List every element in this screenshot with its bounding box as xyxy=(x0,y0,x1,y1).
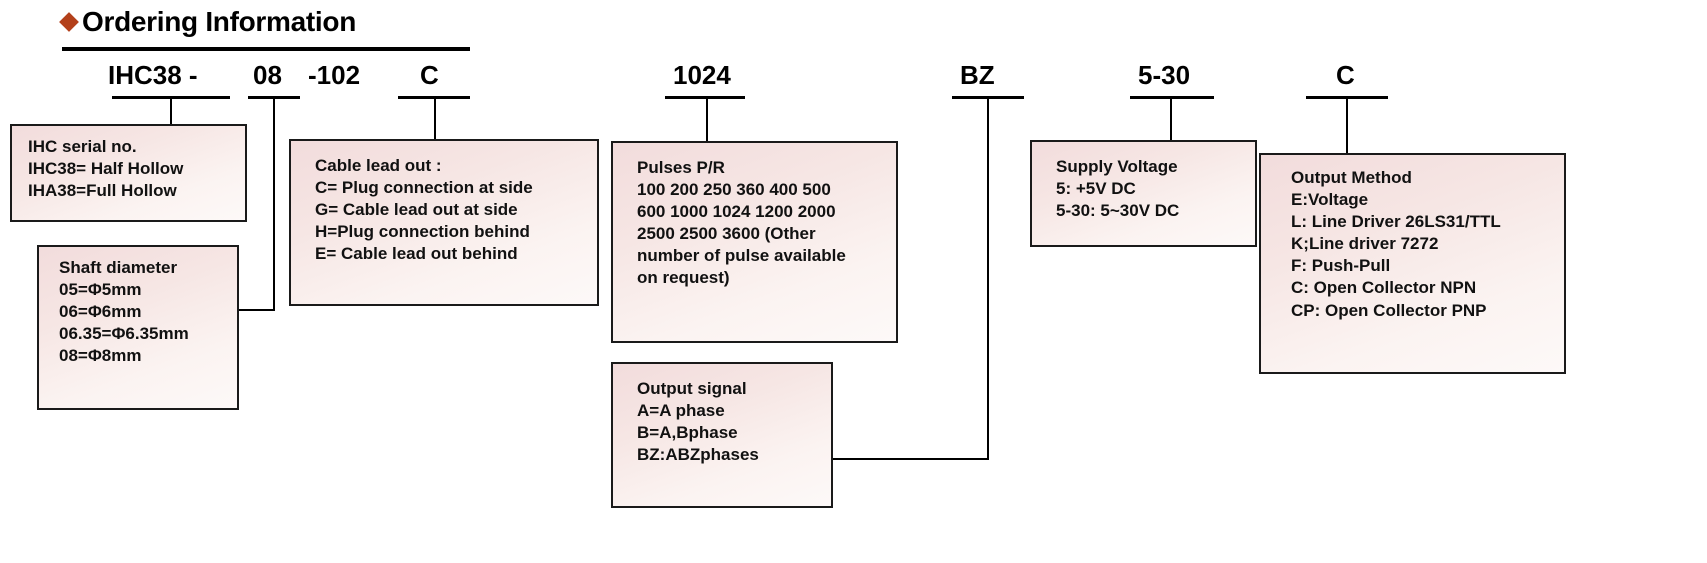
connector-supply-voltage xyxy=(1170,96,1172,140)
cable-lead-out-box: Cable lead out : C= Plug connection at s… xyxy=(289,139,599,306)
output-signal-box: Output signal A=A phase B=A,Bphase BZ:AB… xyxy=(611,362,833,508)
ihc-serial-no-line-3: IHA38=Full Hollow xyxy=(28,181,177,201)
cable-lead-out-line-2: C= Plug connection at side xyxy=(315,178,533,198)
diamond-bullet-icon xyxy=(59,12,79,32)
code-token-output-method: C xyxy=(1336,60,1355,90)
page-title: Ordering Information xyxy=(59,6,357,37)
shaft-diameter-line-3: 06=Φ6mm xyxy=(59,302,142,322)
connector-shaft-vertical xyxy=(273,96,275,311)
code-token-supply: 5-30 xyxy=(1138,60,1191,90)
cable-lead-out-line-4: H=Plug connection behind xyxy=(315,222,530,242)
code-token-series: IHC38 - xyxy=(108,60,198,90)
underline-pulses xyxy=(665,96,745,99)
shaft-diameter-line-2: 05=Φ5mm xyxy=(59,280,142,300)
connector-pulses xyxy=(706,96,708,141)
code-token-dash102: -102 xyxy=(308,60,361,90)
connector-shaft-horizontal xyxy=(238,309,275,311)
pulses-line-4: 2500 2500 3600 (Other xyxy=(637,224,816,244)
output-method-box: Output Method E:Voltage L: Line Driver 2… xyxy=(1259,153,1566,374)
output-signal-line-1: Output signal xyxy=(637,379,747,398)
output-method-line-5: F: Push-Pull xyxy=(1291,256,1391,276)
output-method-line-4: K;Line driver 7272 xyxy=(1291,234,1439,254)
cable-lead-out-line-1: Cable lead out : xyxy=(315,156,442,175)
shaft-diameter-line-5: 08=Φ8mm xyxy=(59,346,142,366)
shaft-diameter-line-4: 06.35=Φ6.35mm xyxy=(59,324,189,344)
shaft-diameter-line-1: Shaft diameter xyxy=(59,258,178,277)
ihc-serial-no-line-1: IHC serial no. xyxy=(28,137,137,156)
output-signal-line-2: A=A phase xyxy=(637,401,725,421)
pulses-box: Pulses P/R 100 200 250 360 400 500 600 1… xyxy=(611,141,898,343)
cable-lead-out-line-3: G= Cable lead out at side xyxy=(315,200,518,220)
connector-output-signal-horizontal xyxy=(833,458,989,460)
output-method-line-6: C: Open Collector NPN xyxy=(1291,278,1477,298)
output-signal-line-4: BZ:ABZphases xyxy=(637,445,759,465)
pulses-line-2: 100 200 250 360 400 500 xyxy=(637,180,831,200)
pulses-line-3: 600 1000 1024 1200 2000 xyxy=(637,202,836,222)
output-method-line-2: E:Voltage xyxy=(1291,190,1369,210)
supply-voltage-box: Supply Voltage 5: +5V DC 5-30: 5~30V DC xyxy=(1030,140,1257,247)
underline-supply xyxy=(1130,96,1214,99)
connector-output-signal-vertical xyxy=(987,96,989,460)
supply-voltage-line-1: Supply Voltage xyxy=(1056,157,1178,176)
output-method-line-7: CP: Open Collector PNP xyxy=(1291,300,1487,320)
ihc-serial-no-box: IHC serial no. IHC38= Half Hollow IHA38=… xyxy=(10,124,247,222)
cable-lead-out-line-5: E= Cable lead out behind xyxy=(315,244,518,264)
connector-series xyxy=(170,96,172,125)
supply-voltage-line-2: 5: +5V DC xyxy=(1056,179,1136,199)
ihc-serial-no-line-2: IHC38= Half Hollow xyxy=(28,159,184,179)
shaft-diameter-box: Shaft diameter 05=Φ5mm 06=Φ6mm 06.35=Φ6.… xyxy=(37,245,239,410)
page-title-text: Ordering Information xyxy=(82,6,357,37)
code-token-pulses: 1024 xyxy=(673,60,731,90)
output-signal-line-3: B=A,Bphase xyxy=(637,423,738,443)
supply-voltage-line-3: 5-30: 5~30V DC xyxy=(1056,201,1180,221)
code-token-cable: C xyxy=(420,60,439,90)
pulses-line-1: Pulses P/R xyxy=(637,158,725,177)
code-token-shaft: 08 xyxy=(253,60,282,90)
code-token-output-signal: BZ xyxy=(960,60,995,90)
title-underline xyxy=(62,47,470,51)
pulses-line-6: on request) xyxy=(637,268,730,288)
connector-cable xyxy=(434,96,436,139)
output-method-line-1: Output Method xyxy=(1291,168,1412,187)
connector-output-method xyxy=(1346,96,1348,153)
output-method-line-3: L: Line Driver 26LS31/TTL xyxy=(1291,212,1501,232)
pulses-line-5: number of pulse available xyxy=(637,246,846,266)
